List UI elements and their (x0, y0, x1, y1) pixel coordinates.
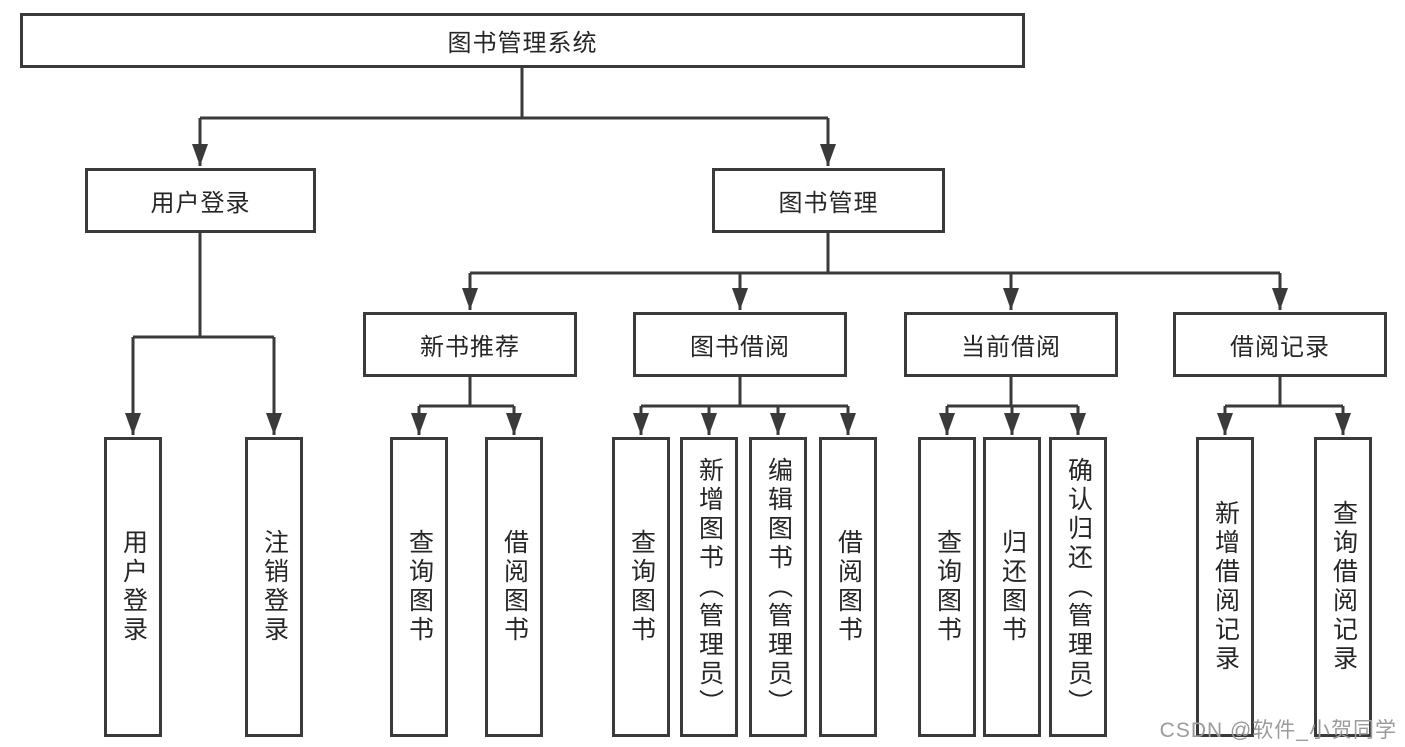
node-book-borrowing: 图书借阅 (633, 312, 847, 377)
node-current-borrowing: 当前借阅 (904, 312, 1118, 377)
node-br-add-record-label: 新增借阅记录 (1211, 500, 1240, 674)
node-bb-query-books: 查询图书 (612, 437, 670, 737)
node-nbr-query-books: 查询图书 (390, 437, 448, 737)
node-logout-label: 注销登录 (260, 529, 289, 645)
node-nbr-query-books-label: 查询图书 (405, 529, 434, 645)
node-book-management-label: 图书管理 (778, 190, 879, 217)
node-new-book-recommend: 新书推荐 (363, 312, 577, 377)
node-root: 图书管理系统 (20, 13, 1025, 68)
node-borrow-records-label: 借阅记录 (1230, 334, 1330, 361)
node-user-login: 用户登录 (104, 437, 162, 737)
connector-trunk-lines (133, 68, 1343, 408)
node-bb-edit-books-admin: 编辑图书（管理员） (749, 437, 807, 737)
node-nbr-borrow-books-label: 借阅图书 (500, 529, 529, 645)
node-br-query-record: 查询借阅记录 (1314, 437, 1372, 737)
node-new-book-recommend-label: 新书推荐 (420, 334, 520, 361)
node-book-management: 图书管理 (712, 168, 945, 233)
node-bb-borrow-books: 借阅图书 (819, 437, 877, 737)
node-book-borrowing-label: 图书借阅 (690, 334, 790, 361)
node-bb-edit-books-admin-label: 编辑图书（管理员） (764, 456, 793, 718)
node-bb-add-books-admin: 新增图书（管理员） (680, 437, 738, 737)
node-root-label: 图书管理系统 (447, 30, 598, 57)
node-cb-return-books-label: 归还图书 (998, 529, 1027, 645)
node-borrow-records: 借阅记录 (1173, 312, 1387, 377)
node-current-borrowing-label: 当前借阅 (961, 334, 1061, 361)
node-br-query-record-label: 查询借阅记录 (1329, 500, 1358, 674)
node-bb-query-books-label: 查询图书 (627, 529, 656, 645)
node-cb-query-books-label: 查询图书 (933, 529, 962, 645)
node-cb-confirm-return-admin: 确认归还（管理员） (1049, 437, 1107, 737)
node-user-login-group-label: 用户登录 (150, 190, 251, 217)
node-nbr-borrow-books: 借阅图书 (485, 437, 543, 737)
node-bb-borrow-books-label: 借阅图书 (834, 529, 863, 645)
node-user-login-label: 用户登录 (119, 529, 148, 645)
node-cb-confirm-return-admin-label: 确认归还（管理员） (1064, 456, 1093, 718)
node-bb-add-books-admin-label: 新增图书（管理员） (695, 456, 724, 718)
node-cb-query-books: 查询图书 (918, 437, 976, 737)
node-cb-return-books: 归还图书 (983, 437, 1041, 737)
csdn-watermark: CSDN @软件_小贺同学 (1159, 719, 1397, 742)
node-br-add-record: 新增借阅记录 (1196, 437, 1254, 737)
arrow-drops (125, 118, 1351, 435)
node-logout: 注销登录 (245, 437, 303, 737)
node-user-login-group: 用户登录 (85, 168, 316, 233)
